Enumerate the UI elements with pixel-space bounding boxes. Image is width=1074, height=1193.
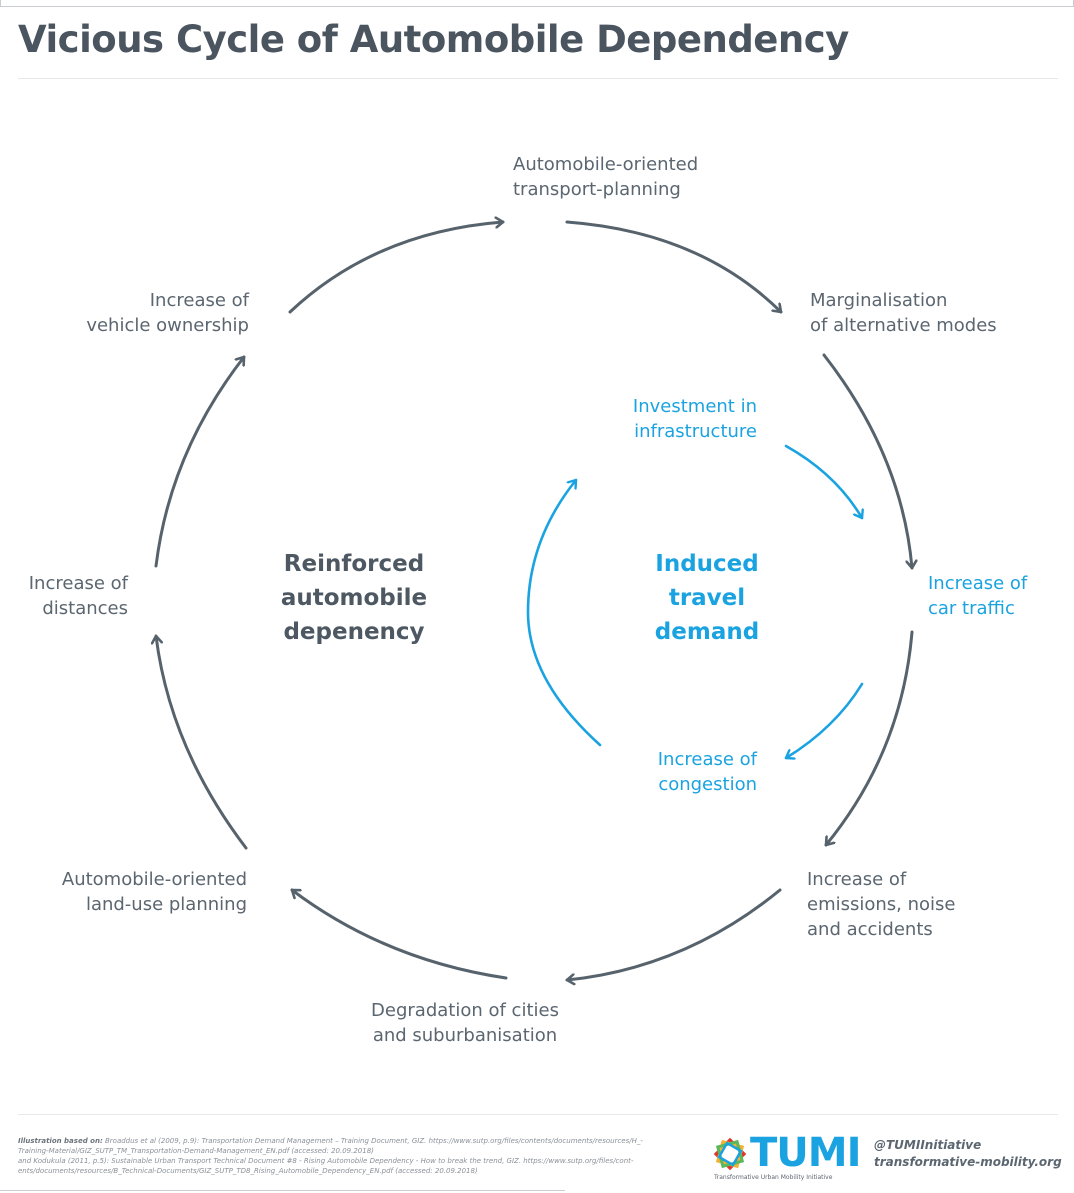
node-marginalisation-of-alternative-modes: Marginalisation of alternative modes [810,290,997,336]
footer-citation: Illustration based on: Broaddus et al (2… [18,1137,643,1175]
node-increase-of-vehicle-ownership: Increase of vehicle ownership [86,290,249,336]
label-reinforced-automobile-dependency: Reinforced automobile depenency [280,551,428,645]
node-degradation-of-cities: Degradation of cities and suburbanisatio… [371,1000,559,1046]
node-automobile-oriented-land-use-planning: Automobile-oriented land-use planning [61,869,247,915]
node-investment-in-infrastructure: Investment in infrastructure [632,396,757,442]
arrow-outer-4 [565,888,782,980]
arrow-outer-7 [154,355,246,568]
tumi-logo-icon [713,1137,747,1171]
social-info: @TUMIInitiative transformative-mobility.… [874,1137,1062,1171]
arrow-outer-6 [156,634,248,850]
arrow-inner-1 [784,444,862,520]
node-increase-of-distances: Increase of distances [28,573,128,619]
page-title: Vicious Cycle of Automobile Dependency [18,18,849,61]
tumi-logo: TUMI Transformative Urban Mobility Initi… [713,1130,861,1181]
node-increase-of-congestion: Increase of congestion [657,749,757,795]
title-divider [18,78,1058,79]
footer-divider [18,1114,1058,1115]
arrow-outer-8 [288,222,505,314]
arrow-outer-5 [290,888,508,980]
arrow-outer-1 [565,220,783,314]
arrow-inner-3 [526,478,602,747]
label-induced-travel-demand: Induced travel demand [654,551,760,645]
website-link[interactable]: transformative-mobility.org [874,1155,1062,1169]
arrow-outer-3 [824,630,914,847]
node-increase-of-car-traffic: Increase of car traffic [928,573,1028,619]
node-automobile-oriented-transport-planning: Automobile-oriented transport-planning [513,154,699,200]
arrow-inner-2 [784,682,864,758]
node-increase-of-emissions-noise-accidents: Increase of emissions, noise and acciden… [807,869,956,940]
arrow-outer-2 [822,353,912,570]
bottom-border [0,1190,565,1191]
twitter-handle[interactable]: @TUMIInitiative [874,1138,982,1152]
